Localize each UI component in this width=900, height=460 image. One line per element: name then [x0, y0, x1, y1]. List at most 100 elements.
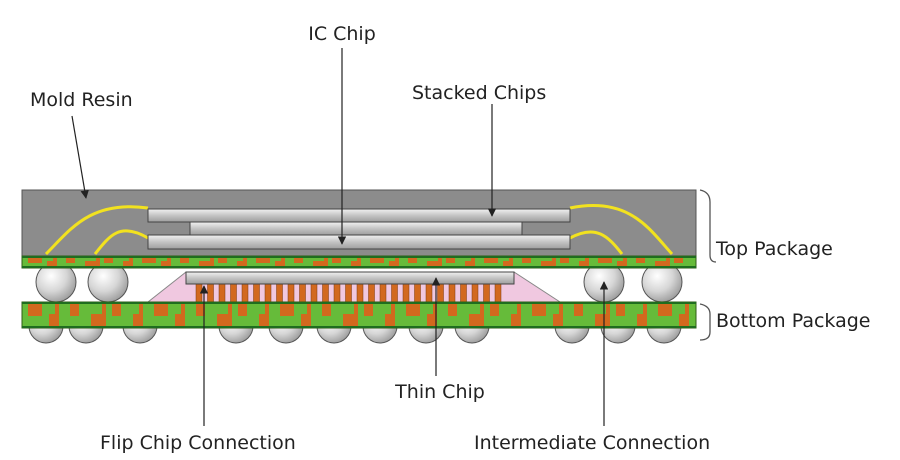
- copper-via-vertical: [167, 258, 171, 266]
- copper-via: [595, 314, 609, 326]
- copper-via-vertical: [509, 258, 513, 266]
- copper-via: [511, 314, 520, 326]
- copper-via: [154, 304, 168, 316]
- copper-via-vertical: [559, 304, 563, 326]
- copper-via: [294, 258, 303, 263]
- copper-via: [370, 258, 384, 263]
- copper-via: [142, 258, 156, 263]
- copper-via: [343, 314, 357, 326]
- copper-via-vertical: [585, 258, 589, 266]
- copper-via: [579, 261, 588, 266]
- copper-via: [406, 304, 420, 316]
- copper-via: [448, 304, 457, 316]
- copper-via: [199, 261, 213, 266]
- bottom-package-bracket: [699, 303, 711, 341]
- copper-via: [91, 314, 105, 326]
- copper-via-vertical: [438, 258, 442, 266]
- copper-via: [28, 304, 42, 316]
- substrate-bottom-trace: [22, 326, 696, 328]
- copper-via: [427, 314, 436, 326]
- stacked-chip-top: [147, 208, 571, 223]
- flip-chip-bump: [379, 283, 387, 303]
- substrate-layer: [21, 301, 697, 329]
- copper-via: [259, 314, 268, 326]
- copper-via: [408, 258, 417, 263]
- copper-via: [104, 258, 113, 263]
- copper-via: [123, 261, 132, 266]
- flip-chip-bump: [460, 283, 467, 303]
- copper-via: [218, 258, 227, 263]
- copper-via: [385, 314, 394, 326]
- flip-chip-bump: [230, 283, 237, 303]
- flip-chip-bump: [368, 283, 375, 303]
- copper-via: [389, 261, 398, 266]
- copper-via: [541, 261, 555, 266]
- flip-chip-bump: [195, 283, 203, 303]
- copper-via: [275, 261, 284, 266]
- copper-via: [598, 258, 612, 263]
- flip-chip-bump: [494, 283, 502, 303]
- copper-via: [85, 261, 99, 266]
- copper-via: [636, 258, 645, 263]
- flip-chip-bump: [276, 283, 283, 303]
- copper-via-vertical: [307, 304, 311, 326]
- flip-chip-bump: [391, 283, 398, 303]
- copper-via-vertical: [471, 258, 475, 266]
- copper-via: [484, 258, 498, 263]
- copper-via-vertical: [391, 304, 395, 326]
- label-mold-resin: Mold Resin: [30, 89, 133, 111]
- label-stacked-chips: Stacked Chips: [412, 82, 546, 104]
- flip-chip-bump: [287, 283, 295, 303]
- flip-chip-bump: [322, 283, 329, 303]
- top-package-bracket: [699, 189, 717, 263]
- copper-via-vertical: [96, 258, 100, 266]
- copper-via: [658, 304, 672, 316]
- flip-chip-bump: [425, 283, 433, 303]
- flip-chip-bump: [483, 283, 490, 303]
- copper-via: [133, 314, 142, 326]
- copper-via: [322, 304, 331, 316]
- flip-chip-bump: [345, 283, 352, 303]
- flip-chip-bump: [299, 283, 306, 303]
- copper-via: [446, 258, 455, 263]
- copper-via-vertical: [517, 304, 521, 326]
- copper-via: [679, 314, 688, 326]
- substrate-bottom-trace: [22, 266, 696, 268]
- flip-chip-bump: [218, 283, 226, 303]
- copper-via: [637, 314, 646, 326]
- copper-via-vertical: [623, 258, 627, 266]
- copper-via: [280, 304, 294, 316]
- copper-via-vertical: [265, 304, 269, 326]
- label-top-package: Top Package: [715, 238, 833, 260]
- copper-via: [112, 304, 121, 316]
- copper-via: [617, 261, 626, 266]
- copper-via-vertical: [129, 258, 133, 266]
- flip-chip-bump: [402, 283, 410, 303]
- label-flip-chip-connection: Flip Chip Connection: [100, 432, 296, 454]
- copper-via: [217, 314, 231, 326]
- copper-via: [469, 314, 483, 326]
- copper-via: [427, 261, 441, 266]
- flip-chip-bump: [310, 283, 318, 303]
- flip-chip-bump: [448, 283, 456, 303]
- copper-via-vertical: [102, 304, 106, 326]
- copper-via: [616, 304, 625, 316]
- substrate-top-trace: [22, 302, 696, 304]
- copper-via: [674, 258, 683, 263]
- copper-via-vertical: [643, 304, 647, 326]
- copper-via-vertical: [395, 258, 399, 266]
- flip-chip-bump: [437, 283, 444, 303]
- copper-via-vertical: [281, 258, 285, 266]
- copper-via: [553, 314, 562, 326]
- copper-via: [560, 258, 569, 263]
- copper-via: [655, 261, 669, 266]
- copper-via: [196, 304, 205, 316]
- copper-via-vertical: [181, 304, 185, 326]
- flip-chip-bump: [471, 283, 479, 303]
- label-ic-chip: IC Chip: [308, 23, 376, 45]
- copper-via-vertical: [666, 258, 670, 266]
- flip-chip-bump: [253, 283, 260, 303]
- copper-via: [301, 314, 310, 326]
- copper-via-vertical: [480, 304, 484, 326]
